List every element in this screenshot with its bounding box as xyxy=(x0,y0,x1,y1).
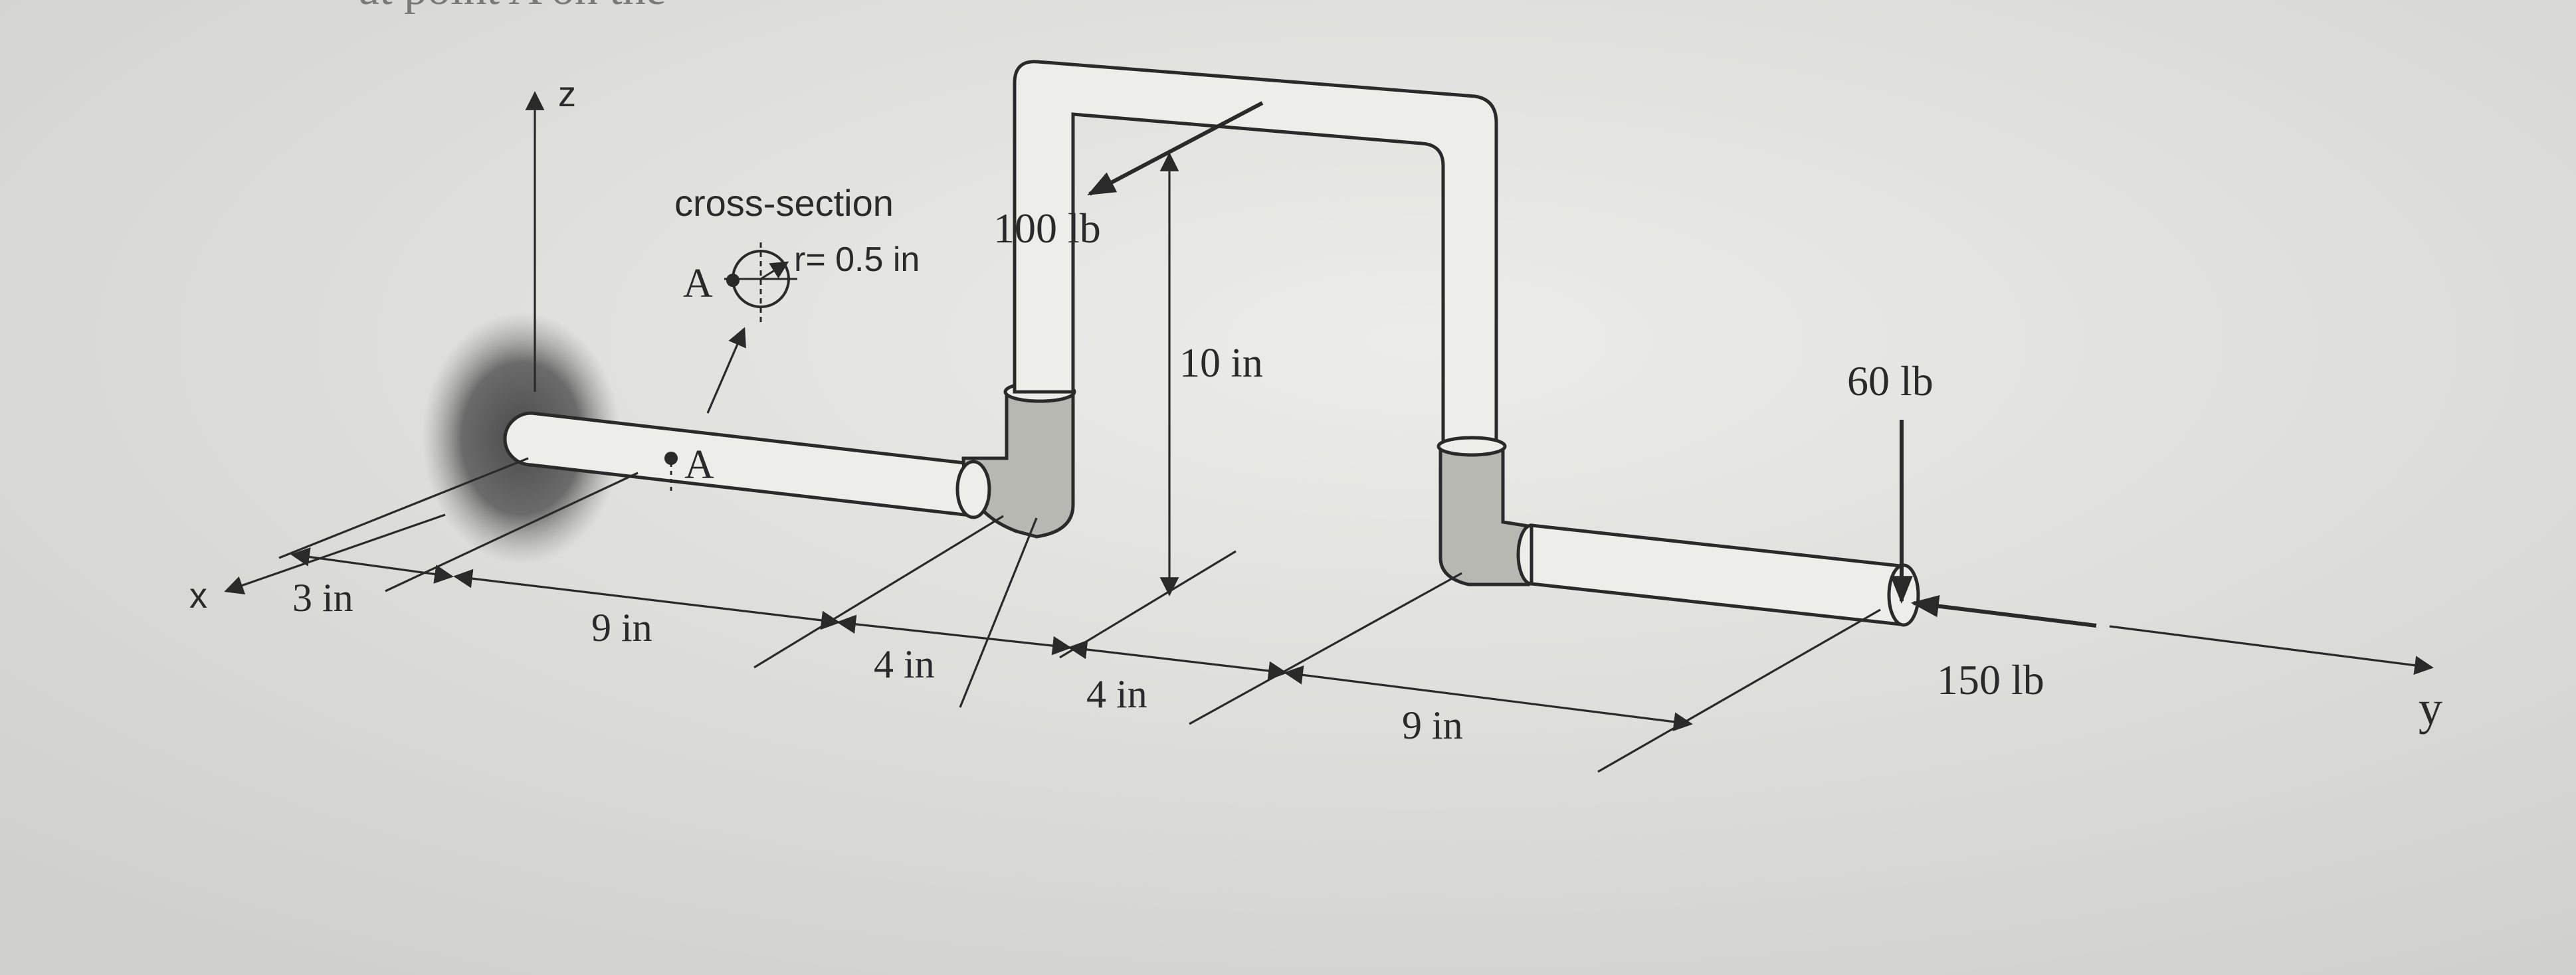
load-arrow-150lb xyxy=(1910,594,2097,628)
y-axis-label: y xyxy=(2419,681,2442,735)
dim-label-3in: 3 in xyxy=(292,576,353,620)
cross-section-point-a-label: A xyxy=(683,261,713,306)
cross-section-point-a-dot xyxy=(726,274,740,287)
cross-section-radius-label: r= 0.5 in xyxy=(794,240,920,279)
point-a-dot xyxy=(664,452,678,465)
dim-line-4in-a xyxy=(837,614,1072,656)
pipe-upright-loop xyxy=(1013,60,1498,452)
y-axis xyxy=(2109,625,2434,675)
cross-section-pointer xyxy=(706,327,746,414)
ext-line-4 xyxy=(1059,550,1237,659)
load-label-60lb: 60 lb xyxy=(1847,357,1933,404)
x-axis-label: x xyxy=(189,576,207,616)
dim-label-9in-a: 9 in xyxy=(591,606,652,650)
dim-line-4in-b xyxy=(1068,640,1288,681)
dim-label-10in: 10 in xyxy=(1179,341,1263,386)
dim-label-4in-a: 4 in xyxy=(874,642,935,686)
elbow-2-top xyxy=(1437,436,1507,457)
elbow-1-end xyxy=(955,460,991,519)
header-fragment: at point A on the xyxy=(359,0,666,15)
load-label-100lb: 100 lb xyxy=(993,205,1101,252)
ext-line-2 xyxy=(753,515,1004,669)
point-a-label: A xyxy=(684,442,714,488)
dim-label-4in-b: 4 in xyxy=(1086,672,1147,716)
cross-section-radius xyxy=(760,261,789,280)
dim-line-9in-a xyxy=(453,569,841,630)
elbow-2 xyxy=(1438,444,1530,586)
cross-section-title: cross-section xyxy=(674,182,894,224)
pipe-segment-1 xyxy=(503,411,972,517)
dim-line-9in-b xyxy=(1284,665,1693,732)
dim-line-3in xyxy=(290,547,454,584)
load-arrow-100lb xyxy=(1087,101,1264,196)
ext-line-5 xyxy=(1189,572,1462,725)
ext-line-0 xyxy=(278,457,529,559)
z-axis-label: z xyxy=(558,74,576,114)
ext-line-3 xyxy=(959,517,1038,708)
load-label-150lb: 150 lb xyxy=(1937,656,2044,703)
dim-label-9in-b: 9 in xyxy=(1402,703,1463,747)
ext-line-6 xyxy=(1597,608,1881,773)
